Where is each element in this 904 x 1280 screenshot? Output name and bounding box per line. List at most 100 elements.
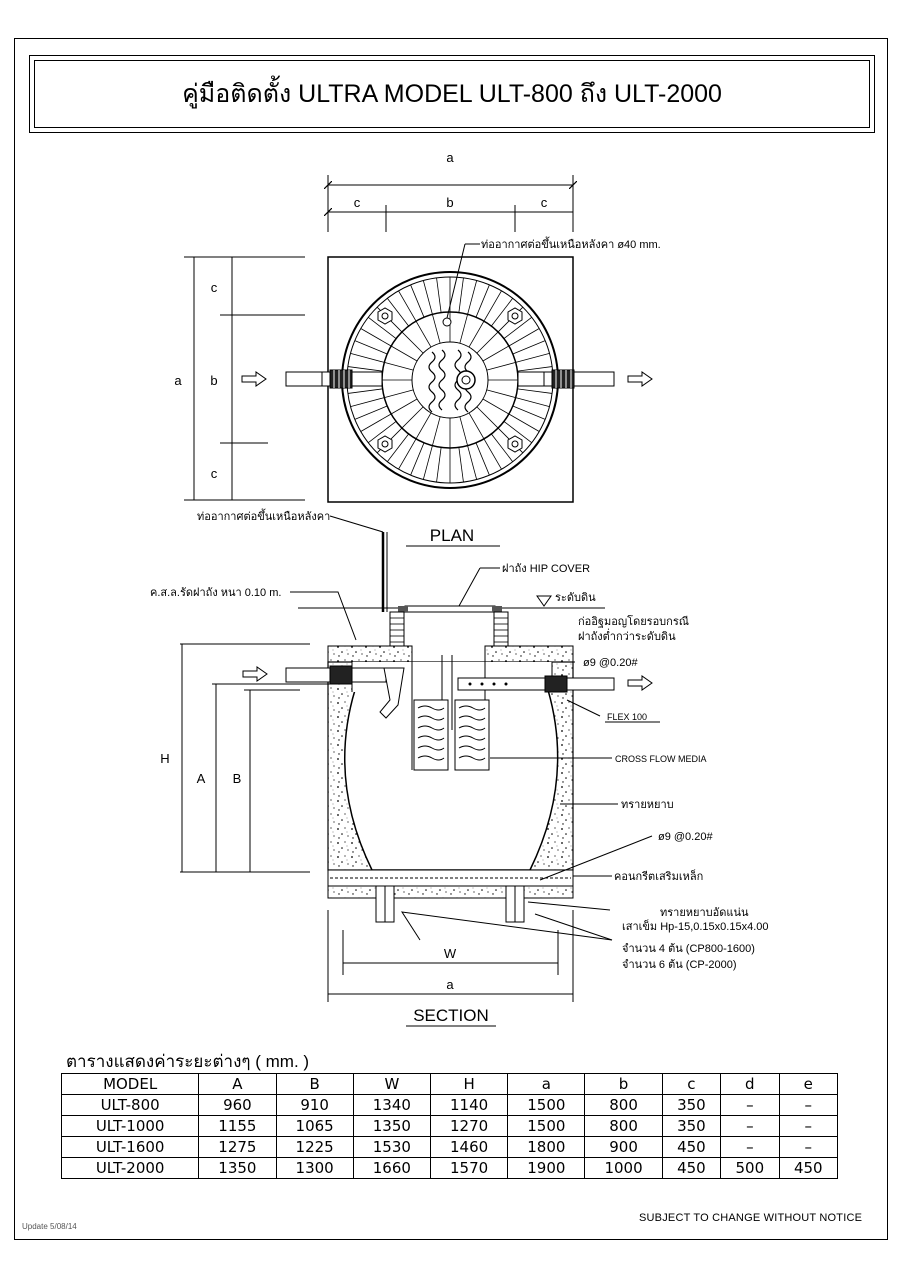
table-cell: 350: [661, 1115, 722, 1137]
label-pile-count-1: จำนวน 4 ต้น (CP800-1600): [622, 943, 755, 955]
plan-ray-line: [436, 447, 442, 483]
table-cell: 1350: [352, 1115, 431, 1137]
plan-ray-line: [410, 284, 425, 318]
plan-ray-line: [401, 406, 424, 429]
table-cell: 1660: [352, 1157, 431, 1179]
title-box: คู่มือติดตั้ง ULTRA MODEL ULT-800 ถึง UL…: [29, 55, 875, 133]
section-dim-W: W: [444, 946, 457, 961]
plan-ray-line: [515, 397, 550, 408]
plan-ray-line: [482, 398, 510, 415]
label-cover: ฝาถัง HIP COVER: [502, 563, 590, 575]
label-brick-2: ฝาถังต่ำกว่าระดับดิน: [578, 628, 676, 643]
label-flex: FLEX 100: [607, 712, 647, 722]
plan-dim-c-right: c: [541, 195, 548, 210]
table-cell: 500: [720, 1157, 780, 1179]
table-cell: ULT-1000: [60, 1115, 200, 1137]
plan-ray-line: [475, 442, 490, 476]
plan-ray-line: [475, 284, 490, 318]
plan-ray-line: [347, 366, 383, 372]
plan-ray-line: [360, 328, 392, 347]
table-caption: ตารางแสดงค่าระยะต่างๆ ( mm. ): [66, 1052, 310, 1071]
table-cell: 450: [661, 1157, 722, 1179]
table-cell: 1500: [507, 1094, 586, 1116]
plan-inflow-arrow-icon: [241, 371, 267, 387]
plan-ray-line: [390, 398, 418, 415]
plan-dim-b-top: b: [446, 195, 453, 210]
section-heading: SECTION: [413, 1006, 489, 1025]
plan-ray-line: [432, 416, 441, 446]
plan-ray-line: [347, 388, 383, 394]
plan-dim-a-top: a: [446, 150, 454, 165]
plan-ray-line: [503, 421, 532, 444]
plan-ray-line: [368, 316, 397, 339]
plan-ray-line: [515, 352, 550, 363]
update-note: Update 5/08/14: [22, 1222, 77, 1231]
plan-ray-line: [482, 345, 510, 362]
plan-ray-line: [491, 298, 514, 327]
plan-ray-line: [401, 331, 424, 354]
plan-ray-line: [350, 397, 385, 408]
plan-ray-line: [384, 389, 414, 398]
plan-ray-line: [512, 405, 546, 420]
table-cell: 1270: [429, 1115, 509, 1137]
table-cell: –: [778, 1115, 839, 1137]
plan-ray-line: [468, 412, 485, 440]
plan-ray-line: [459, 416, 468, 446]
section-dim-A: A: [197, 771, 206, 786]
plan-ray-line: [458, 277, 464, 313]
section-inflow-arrow-icon: [242, 666, 268, 682]
plan-ray-line: [517, 388, 553, 394]
plan-ray-line: [390, 345, 418, 362]
plan-bolts: [377, 307, 523, 453]
technical-drawing: a c b c a c b c: [150, 150, 768, 1027]
table-cell: 350: [661, 1094, 722, 1116]
table-cell: 1300: [275, 1157, 354, 1179]
table-cell: 1500: [507, 1115, 586, 1137]
table-cell: 1350: [198, 1157, 277, 1179]
label-pile-count-2: จำนวน 6 ต้น (CP-2000): [622, 959, 737, 971]
drawing-frame: [14, 38, 888, 1240]
table-cell: 1340: [352, 1094, 431, 1116]
table-cell: ULT-800: [60, 1094, 200, 1116]
plan-inlet-pipe: [285, 369, 383, 389]
table-header-cell: d: [720, 1073, 780, 1095]
table-cell: 1065: [275, 1115, 354, 1137]
section-view: H A B W a ฝาถัง HIP COVER ค.ส.ล.รัดฝาถัง…: [150, 563, 768, 1002]
plan-ray-line: [368, 421, 397, 444]
plan-dim-a-left: a: [174, 373, 182, 388]
plan-ray-line: [468, 320, 485, 348]
plan-ray-line: [436, 277, 442, 313]
plan-ray-line: [422, 445, 433, 480]
label-pile: เสาเข็ม Hp-15,0.15x0.15x4.00: [622, 919, 768, 933]
table-header-cell: A: [198, 1073, 277, 1095]
table-header-cell: W: [352, 1073, 431, 1095]
plan-ray-line: [422, 280, 433, 315]
plan-ray-line: [398, 438, 417, 470]
table-cell: 450: [661, 1136, 722, 1158]
section-outflow-arrow-icon: [627, 675, 653, 691]
table-cell: –: [720, 1094, 780, 1116]
table-header-cell: MODEL: [60, 1073, 200, 1095]
plan-ray-line: [467, 445, 478, 480]
table-cell: 1140: [429, 1094, 509, 1116]
plan-ray-line: [512, 340, 546, 355]
plan-ray-line: [483, 290, 502, 322]
plan-ray-line: [354, 340, 388, 355]
table-header-cell: e: [778, 1073, 839, 1095]
table-cell: 1570: [429, 1157, 509, 1179]
table-cell: 1155: [198, 1115, 277, 1137]
label-ground: ระดับดิน: [555, 592, 596, 604]
table-cell: 960: [198, 1094, 277, 1116]
label-rebar-bottom: ø9 @0.20#: [658, 831, 713, 843]
section-dim-H: H: [160, 751, 169, 766]
plan-vent-label: ท่ออากาศต่อขึ้นเหนือหลังคา ø40 mm.: [481, 236, 661, 251]
plan-dim-c-lower: c: [211, 466, 218, 481]
plan-ray-line: [386, 298, 409, 327]
plan-ray-line: [467, 280, 478, 315]
plan-ray-line: [491, 433, 514, 462]
plan-ray-line: [476, 406, 499, 429]
